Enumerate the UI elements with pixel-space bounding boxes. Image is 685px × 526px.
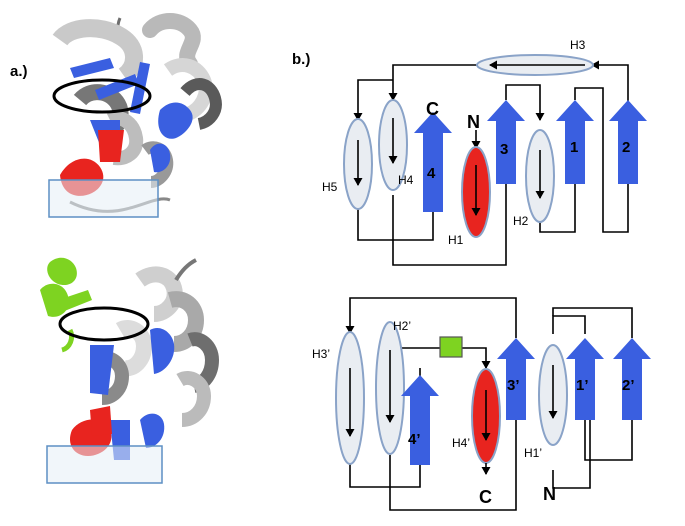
panel-a-label: a.): [10, 63, 28, 80]
label-strand-3: 3: [500, 141, 508, 158]
label-strand-2: 2: [622, 139, 630, 156]
label-h2p: H2’: [393, 319, 411, 333]
label-h3p: H3’: [312, 347, 330, 361]
label-c-term-top: C: [426, 99, 439, 119]
label-c-term-bottom: C: [479, 487, 492, 507]
label-strand-4: 4: [427, 165, 436, 182]
label-h1p: H1’: [524, 446, 542, 460]
label-strand-2p: 2’: [622, 377, 635, 394]
label-h4: H4: [398, 173, 414, 187]
topology-bottom: H3’ H2’ 4’ H4’ C 3’ H1’ 1’ 2’ N: [312, 297, 651, 511]
panel-b-label: b.): [292, 51, 310, 68]
label-n-term-bottom: N: [543, 484, 556, 504]
label-strand-4p: 4’: [408, 431, 421, 448]
label-strand-1p: 1’: [576, 377, 589, 394]
structure-top: [48, 13, 222, 218]
label-h2: H2: [513, 214, 529, 228]
label-h3: H3: [570, 38, 586, 52]
label-h1: H1: [448, 233, 464, 247]
label-n-term-top: N: [467, 112, 480, 132]
label-strand-1: 1: [570, 139, 578, 156]
label-strand-3p: 3’: [507, 377, 520, 394]
insert-box: [439, 336, 463, 358]
structure-bottom: [40, 257, 220, 484]
label-h5: H5: [322, 180, 338, 194]
label-h4p: H4’: [452, 436, 470, 450]
topology-top: H3 H5 H4 4 C N H1 3 H2 1 2: [322, 38, 647, 266]
